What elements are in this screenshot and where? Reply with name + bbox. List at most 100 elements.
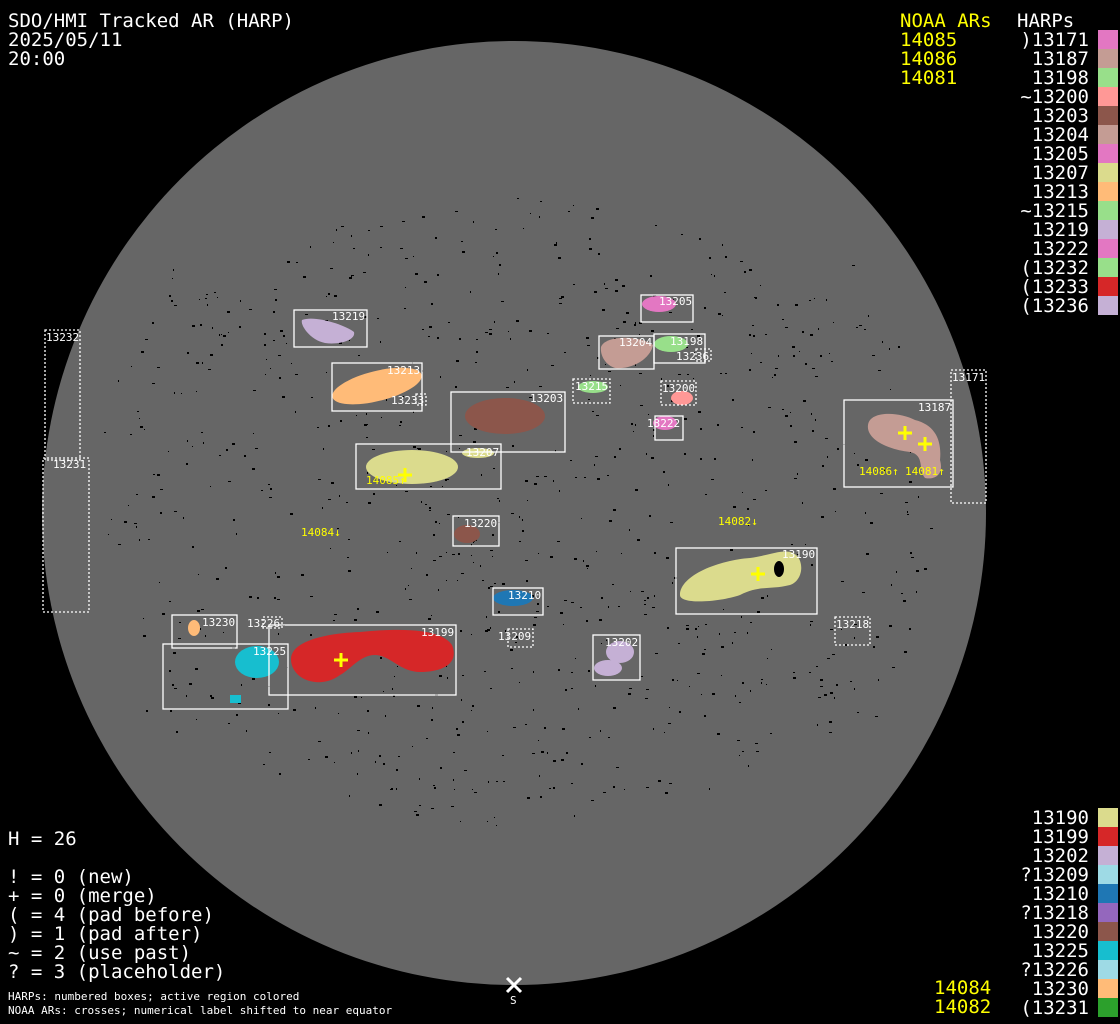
- speck: [837, 448, 839, 450]
- speck: [277, 576, 280, 578]
- speck: [487, 629, 490, 631]
- speck: [476, 351, 478, 353]
- date: 2025/05/11: [8, 29, 122, 51]
- speck: [383, 691, 384, 692]
- speck: [556, 242, 557, 244]
- speck: [429, 510, 431, 511]
- speck: [325, 756, 328, 758]
- speck: [351, 235, 352, 237]
- speck: [379, 804, 382, 806]
- speck: [875, 716, 878, 717]
- speck: [519, 516, 520, 518]
- speck: [459, 338, 461, 340]
- speck: [366, 413, 367, 415]
- speck: [639, 373, 642, 374]
- speck: [339, 342, 342, 344]
- speck: [488, 781, 489, 783]
- speck: [539, 775, 540, 777]
- speck: [391, 788, 393, 790]
- speck: [233, 519, 235, 521]
- harp-legend-label: 13213: [1032, 181, 1089, 203]
- speck: [562, 728, 565, 730]
- speck: [891, 584, 892, 586]
- region-13225: [235, 646, 279, 678]
- speck: [595, 685, 596, 687]
- speck: [197, 610, 200, 612]
- speck: [364, 424, 367, 426]
- speck: [712, 693, 715, 695]
- speck: [599, 619, 602, 621]
- speck: [480, 565, 481, 567]
- speck: [596, 208, 599, 210]
- speck: [439, 523, 440, 524]
- speck: [767, 658, 768, 659]
- speck: [536, 476, 539, 477]
- harp-label: 13225: [253, 645, 286, 658]
- speck: [152, 496, 155, 498]
- speck: [349, 795, 350, 797]
- speck: [523, 228, 524, 229]
- speck: [691, 329, 693, 330]
- speck: [455, 211, 458, 212]
- speck: [442, 486, 443, 487]
- speck: [765, 490, 767, 491]
- speck: [148, 539, 150, 540]
- noaa-cross-icon: [398, 468, 412, 482]
- speck: [817, 724, 818, 726]
- speck: [455, 386, 457, 388]
- speck: [557, 541, 560, 542]
- harp-box-13225: [162, 643, 289, 710]
- speck: [241, 684, 242, 686]
- speck: [550, 556, 553, 558]
- harp-label: 13226: [247, 617, 280, 630]
- speck: [533, 624, 536, 626]
- speck: [199, 299, 200, 300]
- speck: [216, 578, 219, 580]
- speck: [793, 355, 795, 357]
- speck: [461, 699, 462, 701]
- speck: [653, 429, 655, 431]
- speck: [264, 344, 266, 346]
- speck: [589, 248, 592, 250]
- speck: [118, 380, 119, 382]
- speck: [687, 374, 689, 375]
- speck: [812, 430, 814, 432]
- speck: [323, 448, 324, 450]
- speck: [734, 632, 736, 633]
- speck: [136, 494, 138, 495]
- speck: [291, 363, 292, 364]
- speck: [205, 635, 206, 637]
- harp-color-swatch: [1098, 296, 1118, 315]
- speck: [159, 582, 160, 583]
- speck: [368, 732, 369, 734]
- speck: [473, 562, 474, 563]
- region-13187: [867, 413, 941, 479]
- speck: [358, 355, 360, 356]
- speck: [474, 428, 477, 430]
- speck: [663, 471, 665, 473]
- speck: [631, 423, 633, 425]
- speck: [130, 434, 132, 435]
- speck: [280, 330, 283, 332]
- speck: [361, 697, 362, 698]
- speck: [357, 773, 358, 775]
- speck: [492, 534, 494, 536]
- speck: [892, 667, 895, 668]
- speck: [277, 599, 280, 600]
- speck: [295, 374, 298, 375]
- speck: [513, 727, 516, 728]
- speck: [608, 371, 611, 372]
- x-icon: [505, 976, 523, 994]
- south-pole-marker: S: [505, 976, 523, 1007]
- speck: [373, 493, 375, 495]
- speck: [812, 368, 815, 369]
- speck: [558, 401, 560, 402]
- speck: [508, 331, 509, 332]
- speck: [356, 415, 357, 416]
- speck: [431, 808, 434, 809]
- speck: [678, 643, 680, 644]
- speck: [354, 696, 357, 698]
- speck: [473, 441, 476, 443]
- speck: [326, 296, 327, 297]
- speck: [730, 549, 733, 551]
